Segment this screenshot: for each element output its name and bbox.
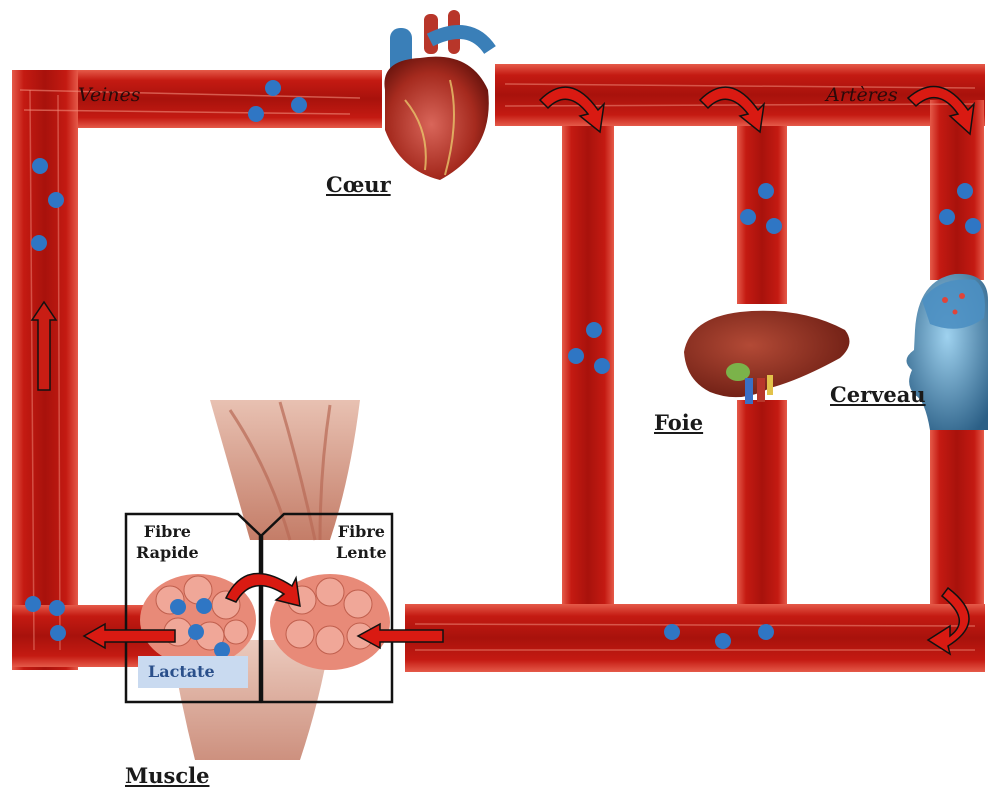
lactate-dot: [48, 192, 64, 208]
lactate-dot: [196, 598, 212, 614]
lactate-dot: [188, 624, 204, 640]
lactate-dot: [957, 183, 973, 199]
lactate-dot: [265, 80, 281, 96]
artery-branch-2-lower: [737, 400, 787, 604]
lactate-label-box: Lactate: [138, 656, 248, 688]
fibre-rapide-line1: Fibre: [136, 521, 199, 542]
fibre-rapide-line2: Rapide: [136, 542, 199, 563]
foie-label: Foie: [654, 410, 703, 435]
lactate-dot: [248, 106, 264, 122]
lactate-label: Lactate: [148, 662, 215, 681]
lactate-dot: [740, 209, 756, 225]
lactate-dot: [758, 183, 774, 199]
lactate-dot: [50, 625, 66, 641]
lactate-dot: [586, 322, 602, 338]
lactate-dot: [766, 218, 782, 234]
lactate-dot: [32, 158, 48, 174]
lactate-dot: [939, 209, 955, 225]
lactate-dot: [594, 358, 610, 374]
fibre-rapide-label: Fibre Rapide: [136, 521, 199, 563]
lactate-dot: [25, 596, 41, 612]
coeur-label: Cœur: [326, 172, 391, 197]
lactate-dot: [965, 218, 981, 234]
muscle-label: Muscle: [125, 763, 209, 788]
lactate-dot: [291, 97, 307, 113]
veines-label: Veines: [78, 84, 141, 106]
artery-branch-3: [930, 100, 984, 280]
lactate-dot: [715, 633, 731, 649]
lactate-dot: [49, 600, 65, 616]
lactate-dot: [758, 624, 774, 640]
lactate-dot: [170, 599, 186, 615]
flow-arrows: [32, 86, 974, 654]
heart-icon: [384, 10, 490, 180]
fibre-lente-line1: Fibre: [336, 521, 387, 542]
fibre-lente-line2: Lente: [336, 542, 387, 563]
arteres-label: Artères: [826, 84, 898, 106]
liver-icon: [684, 311, 849, 404]
lactate-dot: [31, 235, 47, 251]
vessel-bottom: [405, 604, 985, 672]
lactate-dot: [664, 624, 680, 640]
cerveau-label: Cerveau: [830, 382, 926, 407]
fibre-lente-label: Fibre Lente: [336, 521, 387, 563]
lactate-dot: [568, 348, 584, 364]
